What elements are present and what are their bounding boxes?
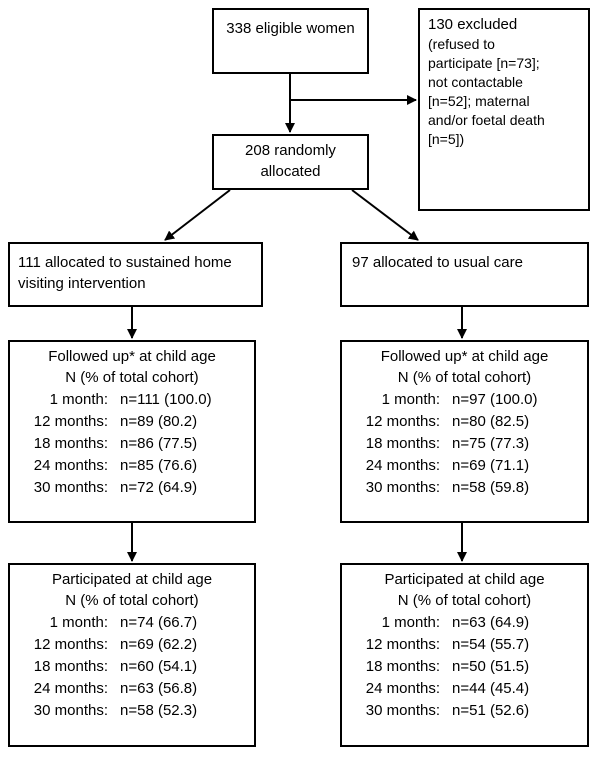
age-label: 18 months:	[33, 435, 108, 452]
usual-care-arm-box	[340, 242, 589, 307]
participant-count: n=111 (100.0)	[120, 391, 212, 408]
excluded-reason-line: [n=52]; maternal	[428, 93, 530, 109]
age-label: 24 months:	[365, 680, 440, 697]
intervention-followup-heading: Followed up* at child age	[48, 348, 216, 365]
participant-count: n=80 (82.5)	[452, 413, 530, 430]
usual-care-participated-box	[340, 563, 589, 747]
age-label: 12 months:	[33, 636, 108, 653]
participant-count: n=69 (71.1)	[452, 457, 530, 474]
intervention-participated-heading: Participated at child age	[51, 571, 213, 588]
usual-care-followup-box	[340, 340, 589, 523]
participant-count: n=74 (66.7)	[120, 614, 198, 631]
usual-care-participated-subheading: N (% of total cohort)	[397, 592, 532, 609]
age-label: 30 months:	[33, 702, 108, 719]
participant-count: n=44 (45.4)	[452, 680, 530, 697]
age-label: 18 months:	[33, 658, 108, 675]
excluded-box	[418, 8, 590, 211]
intervention-followup-box	[8, 340, 256, 523]
participant-count: n=89 (80.2)	[120, 413, 198, 430]
randomized-box	[212, 134, 369, 190]
participant-count: n=97 (100.0)	[452, 391, 538, 408]
age-label: 12 months:	[33, 413, 108, 430]
participant-count: n=54 (55.7)	[452, 636, 530, 653]
excluded-count: 130 excluded	[428, 16, 518, 33]
excluded-reason-line: [n=5])	[428, 131, 465, 147]
participant-count: n=60 (54.1)	[120, 658, 198, 675]
usual-care-followup-subheading: N (% of total cohort)	[397, 369, 532, 386]
age-label: 1 month:	[49, 614, 108, 631]
participant-count: n=58 (59.8)	[452, 479, 530, 496]
participant-count: n=51 (52.6)	[452, 702, 530, 719]
age-label: 24 months:	[33, 680, 108, 697]
age-label: 1 month:	[49, 391, 108, 408]
excluded-reason-line: participate [n=73];	[428, 55, 540, 71]
usual-care-followup-heading: Followed up* at child age	[380, 348, 549, 365]
excluded-reason-line: and/or foetal death	[428, 112, 545, 128]
arrow-randomized-to-intervention	[164, 189, 231, 241]
age-label: 24 months:	[365, 457, 440, 474]
excluded-reason-line: (refused to	[428, 36, 495, 52]
age-label: 1 month:	[381, 614, 440, 631]
participant-count: n=75 (77.3)	[452, 435, 530, 452]
participant-count: n=86 (77.5)	[120, 435, 198, 452]
participant-count: n=69 (62.2)	[120, 636, 198, 653]
intervention-participated-subheading: N (% of total cohort)	[65, 592, 199, 609]
age-label: 30 months:	[365, 479, 440, 496]
age-label: 12 months:	[365, 636, 440, 653]
eligible-box	[212, 8, 369, 74]
randomized-text: 208 randomly allocated	[245, 142, 336, 180]
participant-count: n=63 (64.9)	[452, 614, 530, 631]
intervention-arm-label: 111 allocated to sustained home visiting…	[18, 254, 232, 292]
intervention-participated-box	[8, 563, 256, 747]
age-label: 12 months:	[365, 413, 440, 430]
age-label: 18 months:	[365, 435, 440, 452]
participant-count: n=50 (51.5)	[452, 658, 530, 675]
arrow-randomized-to-usual-care	[351, 189, 419, 241]
excluded-text: 130 excluded (refused to participate [n=…	[428, 14, 588, 149]
intervention-arm-box	[8, 242, 263, 307]
age-label: 24 months:	[33, 457, 108, 474]
participant-count: n=72 (64.9)	[120, 479, 198, 496]
usual-care-arm-label: 97 allocated to usual care	[352, 254, 523, 271]
age-label: 30 months:	[33, 479, 108, 496]
intervention-followup-subheading: N (% of total cohort)	[65, 369, 199, 386]
excluded-reason-line: not contactable	[428, 74, 523, 90]
participant-count: n=85 (76.6)	[120, 457, 198, 474]
age-label: 1 month:	[381, 391, 440, 408]
eligible-text: 338 eligible women	[226, 20, 355, 37]
age-label: 30 months:	[365, 702, 440, 719]
participant-count: n=58 (52.3)	[120, 702, 198, 719]
participant-count: n=63 (56.8)	[120, 680, 198, 697]
usual-care-participated-heading: Participated at child age	[384, 571, 545, 588]
age-label: 18 months:	[365, 658, 440, 675]
